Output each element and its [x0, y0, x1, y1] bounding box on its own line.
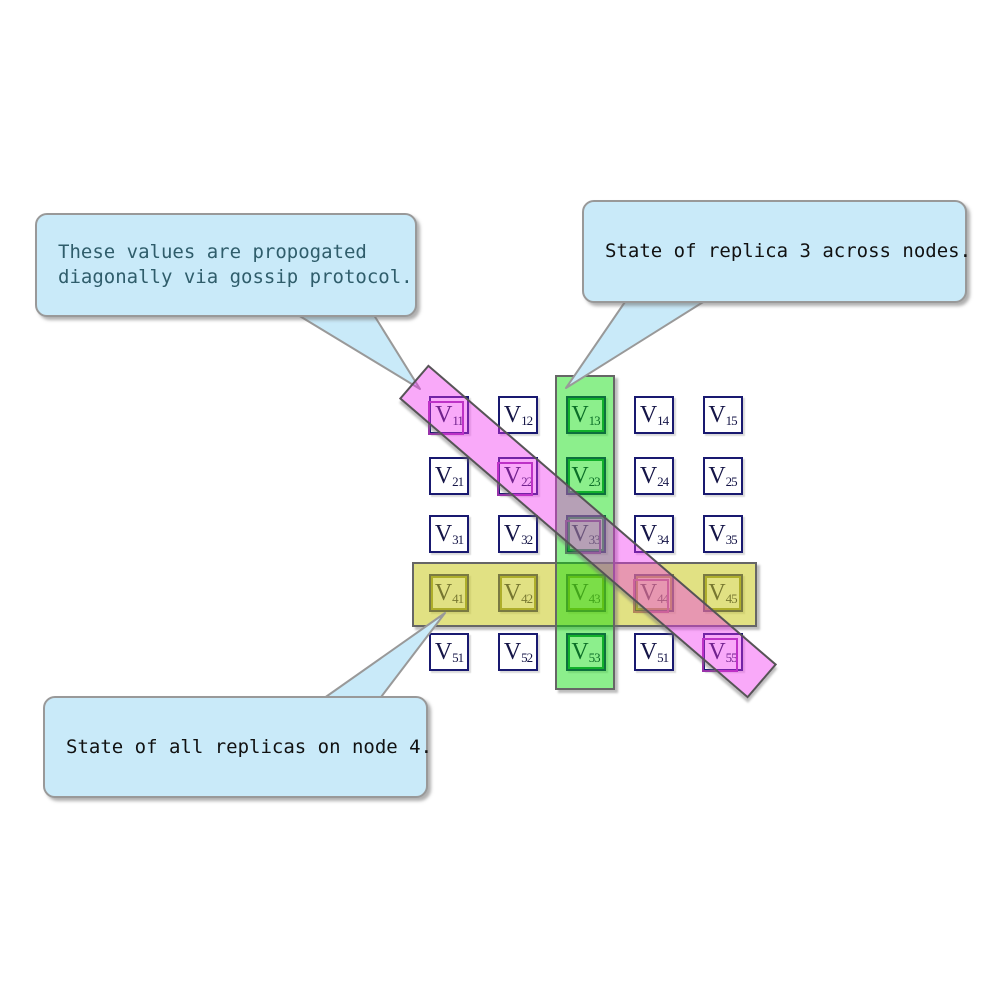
node-callout: State of all replicas on node 4. [43, 696, 433, 798]
cell-label-subscript: 15 [725, 412, 738, 428]
cell-label-base: V [571, 521, 589, 547]
replica-callout: State of replica 3 across nodes. [582, 200, 972, 303]
cell-label-base: V [708, 463, 726, 489]
cell-label-base: V [639, 402, 658, 428]
cell-label-subscript: 52 [521, 649, 533, 665]
cell-label-subscript: 25 [725, 473, 738, 489]
node-row-band [412, 562, 757, 627]
cell-label-base: V [571, 463, 589, 489]
cell-label-base: V [434, 639, 453, 665]
cell-label-subscript: 34 [657, 531, 669, 547]
gossip-callout: These values are propogated diagonally v… [35, 213, 417, 317]
node-callout-tail [319, 612, 446, 702]
cell-label-subscript: 14 [657, 412, 669, 428]
hl-green-highlight-rect [567, 398, 604, 432]
hl-diag-highlight-rect [497, 462, 533, 496]
cell-label-subscript: 31 [452, 531, 464, 547]
cell-label-subscript: 53 [588, 649, 601, 665]
cell-label-subscript: 51 [452, 649, 464, 665]
hl-diag-highlight-rect [564, 520, 601, 554]
replica-column-band [555, 375, 615, 690]
gossip-callout-line2: diagonally via gossip protocol. [58, 266, 413, 288]
cell-label-base: V [434, 463, 453, 489]
cell-label-base: V [503, 521, 522, 547]
gossip-callout-tail [292, 311, 421, 390]
hl-green-highlight-rect [567, 459, 604, 493]
cell-label-base: V [571, 402, 589, 428]
hl-diag-highlight-rect [428, 401, 464, 435]
cell-label-subscript: 33 [588, 531, 601, 547]
cell-label-base: V [639, 463, 658, 489]
cell-label-subscript: 35 [725, 531, 738, 547]
cell-label-base: V [708, 402, 726, 428]
cell-label-base: V [503, 639, 522, 665]
cell-label-subscript: 11 [452, 412, 463, 428]
replica-callout-line1: State of replica 3 across nodes. [605, 240, 972, 262]
cell-label-base: V [639, 521, 658, 547]
cell-label-base: V [571, 639, 589, 665]
cell-label-subscript: 22 [521, 473, 533, 489]
cell-label-base: V [435, 402, 453, 428]
replica-callout-tail [565, 298, 709, 389]
cell-label-base: V [503, 463, 522, 489]
hl-green-highlight-rect [567, 517, 604, 551]
cell-label-subscript: 55 [725, 649, 738, 665]
cell-label-subscript: 24 [657, 473, 669, 489]
gossip-callout-line1: These values are propogated [58, 241, 367, 263]
node-callout-line1: State of all replicas on node 4. [66, 735, 433, 758]
cell-label-base: V [708, 639, 726, 665]
hl-diag-highlight-rect [701, 638, 738, 672]
cell-label-subscript: 32 [521, 531, 533, 547]
cell-label-base: V [708, 521, 726, 547]
hl-green-highlight-rect [567, 635, 604, 669]
cell-label-base: V [503, 402, 522, 428]
cell-label-subscript: 21 [452, 473, 464, 489]
cell-label-base: V [434, 521, 453, 547]
cell-label-subscript: 23 [588, 473, 601, 489]
cell-label-subscript: 51 [657, 649, 669, 665]
cell-label-subscript: 13 [588, 412, 601, 428]
cell-label-base: V [639, 639, 658, 665]
cell-label-subscript: 12 [521, 412, 533, 428]
